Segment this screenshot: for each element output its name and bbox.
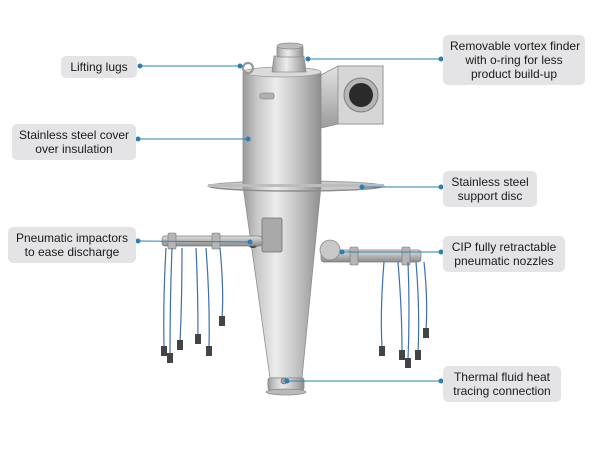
- right-cables: [380, 261, 428, 361]
- leader-lines: [135, 56, 444, 384]
- label-line: to ease discharge: [24, 245, 120, 259]
- nozzle-pipe: [320, 249, 422, 263]
- left-cables: [163, 247, 224, 356]
- label-line: with o-ring for less: [465, 53, 563, 67]
- label-line: product build-up: [470, 67, 558, 81]
- label-line: Thermal fluid heat: [453, 370, 551, 384]
- label-line: support disc: [457, 189, 523, 203]
- label-vortex-finder: Removable vortex finder with o-ring for …: [443, 35, 585, 85]
- label-stainless-cover: Stainless steel cover over insulation: [12, 124, 136, 160]
- label-line: Removable vortex finder: [450, 39, 581, 53]
- label-pneumatic-impactors: Pneumatic impactors to ease discharge: [8, 227, 136, 263]
- label-lifting-lugs: Lifting lugs: [61, 56, 137, 78]
- cyclone-cone: [242, 185, 322, 379]
- label-line: Stainless steel: [451, 175, 529, 189]
- label-line: tracing connection: [453, 384, 551, 398]
- label-cip-nozzles: CIP fully retractable pneumatic nozzles: [443, 236, 565, 272]
- label-line: over insulation: [35, 142, 113, 156]
- cyclone-upper-body: [242, 71, 322, 187]
- label-line: pneumatic nozzles: [454, 254, 554, 268]
- label-support-disc: Stainless steel support disc: [443, 171, 537, 207]
- label-line: Pneumatic impactors: [15, 231, 129, 245]
- label-line: Lifting lugs: [70, 60, 128, 74]
- lifting-lug: [241, 61, 255, 75]
- label-thermal-connection: Thermal fluid heat tracing connection: [443, 366, 561, 402]
- impactor-plate: [261, 217, 283, 253]
- label-line: CIP fully retractable: [451, 240, 557, 254]
- vortex-finder: [271, 55, 307, 73]
- label-line: Stainless steel cover: [19, 128, 130, 142]
